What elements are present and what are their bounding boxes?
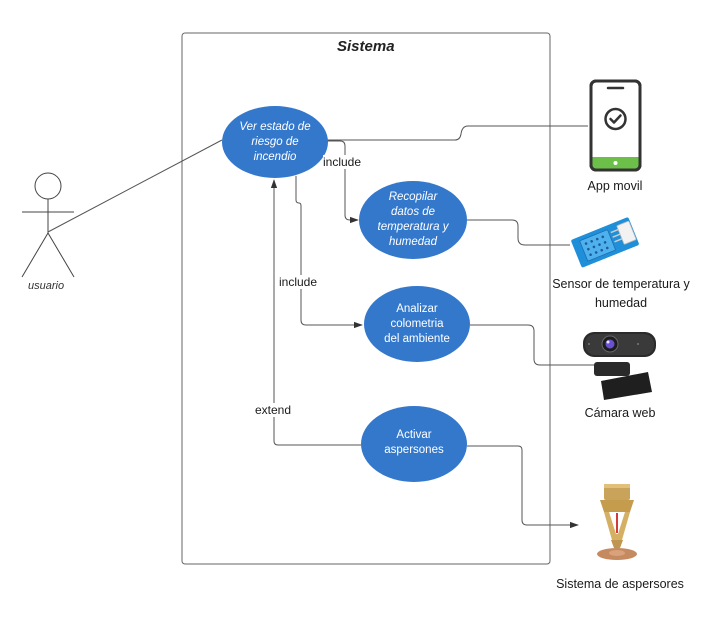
include-label-2: include — [279, 275, 318, 289]
smartphone-check-icon[interactable] — [589, 79, 642, 172]
use-case-ver-estado-label[interactable]: Ver estado de riesgo de incendio — [222, 112, 328, 172]
use-case-text-line: temperatura y — [377, 221, 449, 233]
use-case-text-line: colometria — [390, 317, 444, 330]
actor-label: usuario — [28, 280, 65, 292]
association-sprinkler-line — [467, 445, 579, 529]
sensor-label: Sensor de temperatura y humedad — [548, 275, 694, 313]
sensor-label-line2: humedad — [594, 296, 648, 310]
use-case-text-line: incendio — [253, 150, 297, 163]
sprinkler-label: Sistema de aspersores — [556, 577, 684, 591]
actor-association-line — [47, 139, 223, 233]
use-case-text-line: Analizar — [396, 302, 438, 315]
use-case-text-line: Ver estado de — [239, 120, 311, 133]
use-case-text-line: del ambiente — [384, 332, 450, 345]
extend-label: extend — [255, 403, 292, 417]
association-app-line — [327, 125, 588, 141]
use-case-text-line: datos de — [390, 206, 436, 218]
include-arrow-recopilar — [327, 140, 359, 224]
use-case-text-line: Activar — [396, 429, 432, 441]
temperature-humidity-sensor-icon[interactable] — [571, 217, 640, 268]
use-case-ver-estado[interactable] — [222, 106, 328, 178]
use-case-text-line: riesgo de — [251, 135, 299, 148]
camera-label: Cámara web — [584, 406, 656, 420]
association-camera-line — [470, 324, 595, 366]
app-movil-label: App movil — [587, 179, 643, 193]
include-arrow-analizar — [295, 176, 363, 329]
system-boundary — [181, 32, 551, 565]
extend-arrow — [270, 179, 361, 446]
use-case-text-line: humedad — [389, 236, 437, 248]
include-label-1: include — [323, 155, 362, 169]
use-case-text-line: Recopilar — [388, 191, 438, 203]
sprinkler-icon[interactable] — [597, 484, 637, 560]
use-case-activar-label[interactable]: Activar aspersones — [361, 420, 467, 466]
use-case-analizar-label[interactable]: Analizar colometria del ambiente — [364, 294, 470, 354]
use-case-text-line: aspersones — [384, 444, 444, 456]
use-case-activar[interactable] — [361, 406, 467, 482]
association-sensor-line — [467, 219, 570, 246]
webcam-icon[interactable] — [583, 332, 656, 400]
use-case-recopilar-label[interactable]: Recopilar datos de temperatura y humedad — [359, 186, 467, 254]
sensor-label-line1: Sensor de temperatura y — [552, 277, 690, 291]
system-title: Sistema — [337, 38, 395, 55]
use-case-analizar[interactable] — [364, 286, 470, 362]
use-case-recopilar[interactable] — [359, 181, 467, 259]
actor-icon[interactable] — [21, 172, 75, 278]
